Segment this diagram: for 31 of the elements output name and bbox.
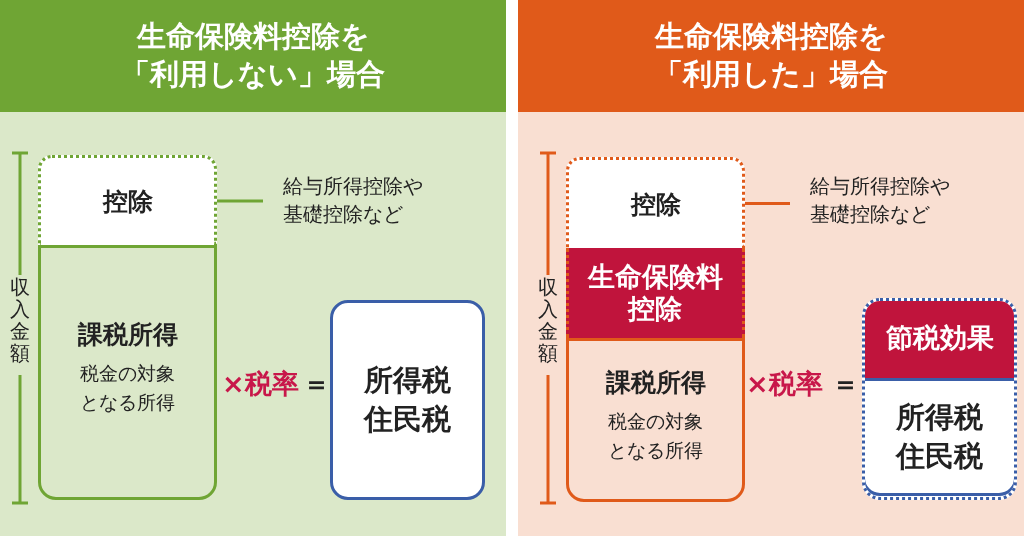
dimension-label: 収入金額 [538, 276, 558, 364]
highlight-box [566, 248, 745, 338]
box-label: 所得税住民税 [894, 398, 984, 475]
income-box [38, 245, 217, 500]
equals-sign: ＝ [832, 367, 859, 401]
leader-line [217, 199, 263, 203]
deduction-box [566, 157, 745, 248]
note-text: 給与所得控除や基礎控除など [283, 173, 424, 228]
dimension-label: 収入金額 [10, 276, 30, 364]
box-heading: 課税所得 [605, 367, 706, 399]
result-box [330, 300, 485, 500]
savings-band: 節税効果 [865, 301, 1014, 378]
panel-title: 生命保険料控除を「利用しない」場合 [120, 18, 386, 93]
panel-background [0, 0, 506, 536]
box-label: 所得税住民税 [362, 361, 452, 438]
box-heading: 課税所得 [77, 319, 178, 351]
multiply-label: ×税率 [746, 367, 823, 401]
box-label: 控除 [630, 188, 681, 221]
leader-line [745, 202, 790, 205]
note-text: 給与所得控除や基礎控除など [810, 173, 951, 228]
panel-background [518, 0, 1024, 536]
box-label: 控除 [102, 186, 153, 218]
box-description: 税金の対象となる所得 [79, 361, 176, 415]
equals-sign: ＝ [303, 367, 330, 401]
box-label: 生命保険料控除 [586, 260, 724, 326]
multiply-label: ×税率 [222, 367, 299, 401]
panel-title: 生命保険料控除を「利用した」場合 [653, 18, 889, 93]
box-description: 税金の対象となる所得 [607, 409, 704, 463]
result-box [862, 298, 1017, 500]
income-box [566, 338, 745, 502]
deduction-box [38, 155, 217, 245]
